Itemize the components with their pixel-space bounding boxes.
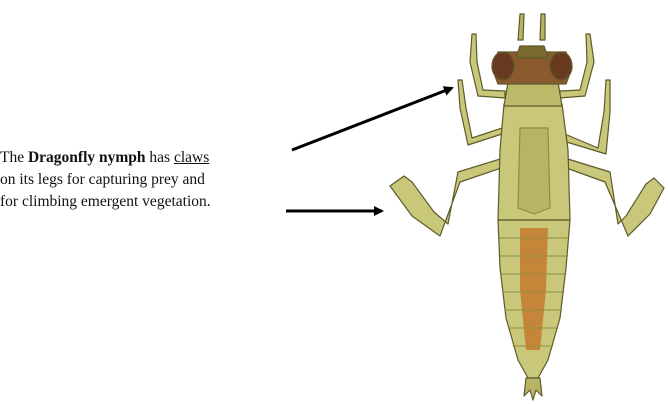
eye-right [550, 52, 572, 80]
antenna-left [518, 14, 524, 40]
hind-leg-right [558, 156, 664, 236]
hind-leg-left [390, 156, 510, 236]
wing-pads [518, 128, 550, 214]
head-crest [516, 46, 548, 58]
dragonfly-nymph-illustration [390, 14, 664, 400]
antenna-right [540, 14, 545, 40]
prothorax [504, 82, 562, 106]
arrow-icon-upper [292, 88, 452, 150]
eye-left [492, 52, 514, 80]
tail-appendages [524, 378, 542, 400]
